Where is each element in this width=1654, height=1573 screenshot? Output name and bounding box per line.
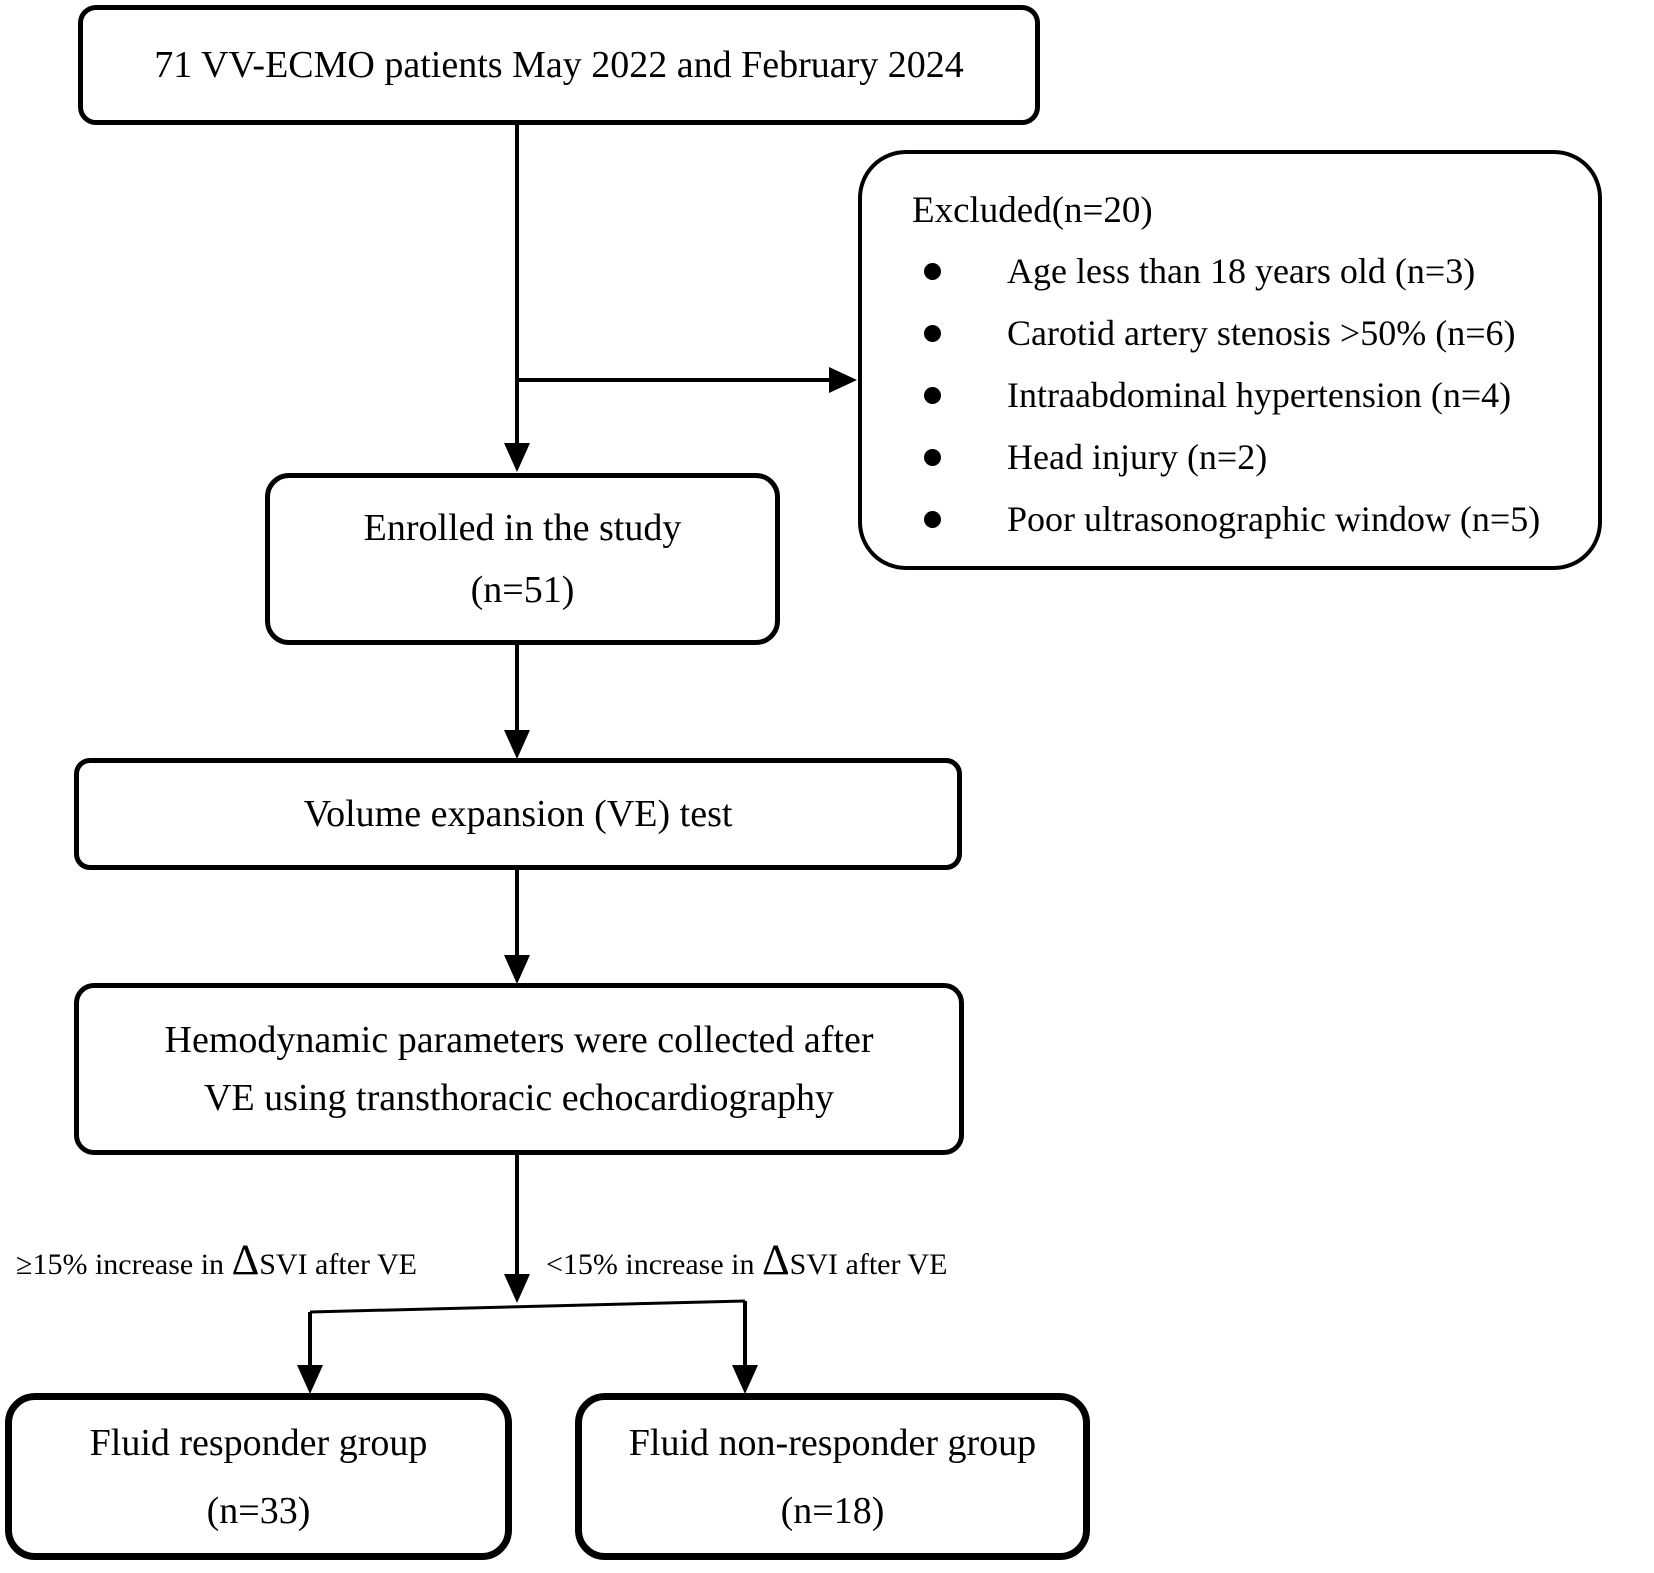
nonresponder-criterion-label: <15% increase in ΔSVI after VE <box>546 1239 948 1282</box>
bullet-icon <box>924 448 941 466</box>
bullet-icon <box>924 324 941 342</box>
enrolled-text-line2: (n=51) <box>470 569 575 611</box>
fluid-responder-text-line2: (n=33) <box>206 1489 311 1532</box>
excluded-item-text: Intraabdominal hypertension (n=4) <box>1007 375 1512 415</box>
bullet-icon <box>924 386 941 404</box>
fluid-responder-text-line1: Fluid responder group <box>89 1421 428 1464</box>
arrowhead-into-ve <box>504 730 530 759</box>
responder-criterion-suffix: SVI after VE <box>259 1248 417 1281</box>
bullet-icon <box>924 262 941 280</box>
excluded-item-text: Head injury (n=2) <box>1007 437 1268 477</box>
responder-criterion-prefix: ≥15% increase in <box>16 1248 232 1281</box>
excluded-item-text: Carotid artery stenosis >50% (n=6) <box>1007 313 1516 353</box>
fluid-nonresponder-text-line1: Fluid non-responder group <box>628 1421 1037 1464</box>
excluded-item-text: Poor ultrasonographic window (n=5) <box>1007 499 1541 539</box>
arrowhead-into-nonresponder <box>732 1365 758 1394</box>
excluded-item-text: Age less than 18 years old (n=3) <box>1007 251 1476 291</box>
nonresponder-criterion-prefix: <15% increase in <box>546 1248 763 1281</box>
excluded-item: Poor ultrasonographic window (n=5) <box>912 488 1540 550</box>
volume-expansion-box: Volume expansion (VE) test <box>74 758 962 870</box>
delta-symbol: Δ <box>231 1237 260 1284</box>
delta-symbol: Δ <box>762 1237 790 1284</box>
hemodynamic-box: Hemodynamic parameters were collected af… <box>74 983 964 1155</box>
enrolled-box: Enrolled in the study (n=51) <box>265 473 780 645</box>
initial-patients-box: 71 VV-ECMO patients May 2022 and Februar… <box>78 5 1040 125</box>
responder-criterion-label: ≥15% increase in ΔSVI after VE <box>16 1239 417 1282</box>
initial-patients-text: 71 VV-ECMO patients May 2022 and Februar… <box>154 43 964 86</box>
fluid-nonresponder-box: Fluid non-responder group (n=18) <box>575 1393 1090 1560</box>
volume-expansion-text: Volume expansion (VE) test <box>303 792 733 835</box>
arrowhead-into-excluded <box>829 367 857 393</box>
arrowhead-into-branch <box>504 1274 530 1303</box>
hemodynamic-text-line2: VE using transthoracic echocardiography <box>204 1077 834 1119</box>
fluid-nonresponder-text-line2: (n=18) <box>780 1489 885 1532</box>
excluded-title: Excluded(n=20) <box>912 189 1153 231</box>
excluded-item: Age less than 18 years old (n=3) <box>912 240 1475 302</box>
branch-distribution-line <box>309 1299 746 1314</box>
excluded-item: Head injury (n=2) <box>912 426 1267 488</box>
hemodynamic-text-line1: Hemodynamic parameters were collected af… <box>164 1019 874 1061</box>
arrowhead-into-responder <box>297 1365 323 1394</box>
arrowhead-into-hemo <box>504 955 530 984</box>
excluded-item: Intraabdominal hypertension (n=4) <box>912 364 1511 426</box>
fluid-responder-box: Fluid responder group (n=33) <box>5 1393 512 1560</box>
excluded-item: Carotid artery stenosis >50% (n=6) <box>912 302 1516 364</box>
excluded-box: Excluded(n=20) Age less than 18 years ol… <box>858 150 1602 570</box>
nonresponder-criterion-suffix: SVI after VE <box>789 1248 948 1281</box>
arrowhead-into-enrolled <box>504 443 530 472</box>
bullet-icon <box>924 510 941 528</box>
enrolled-text-line1: Enrolled in the study <box>363 507 682 549</box>
